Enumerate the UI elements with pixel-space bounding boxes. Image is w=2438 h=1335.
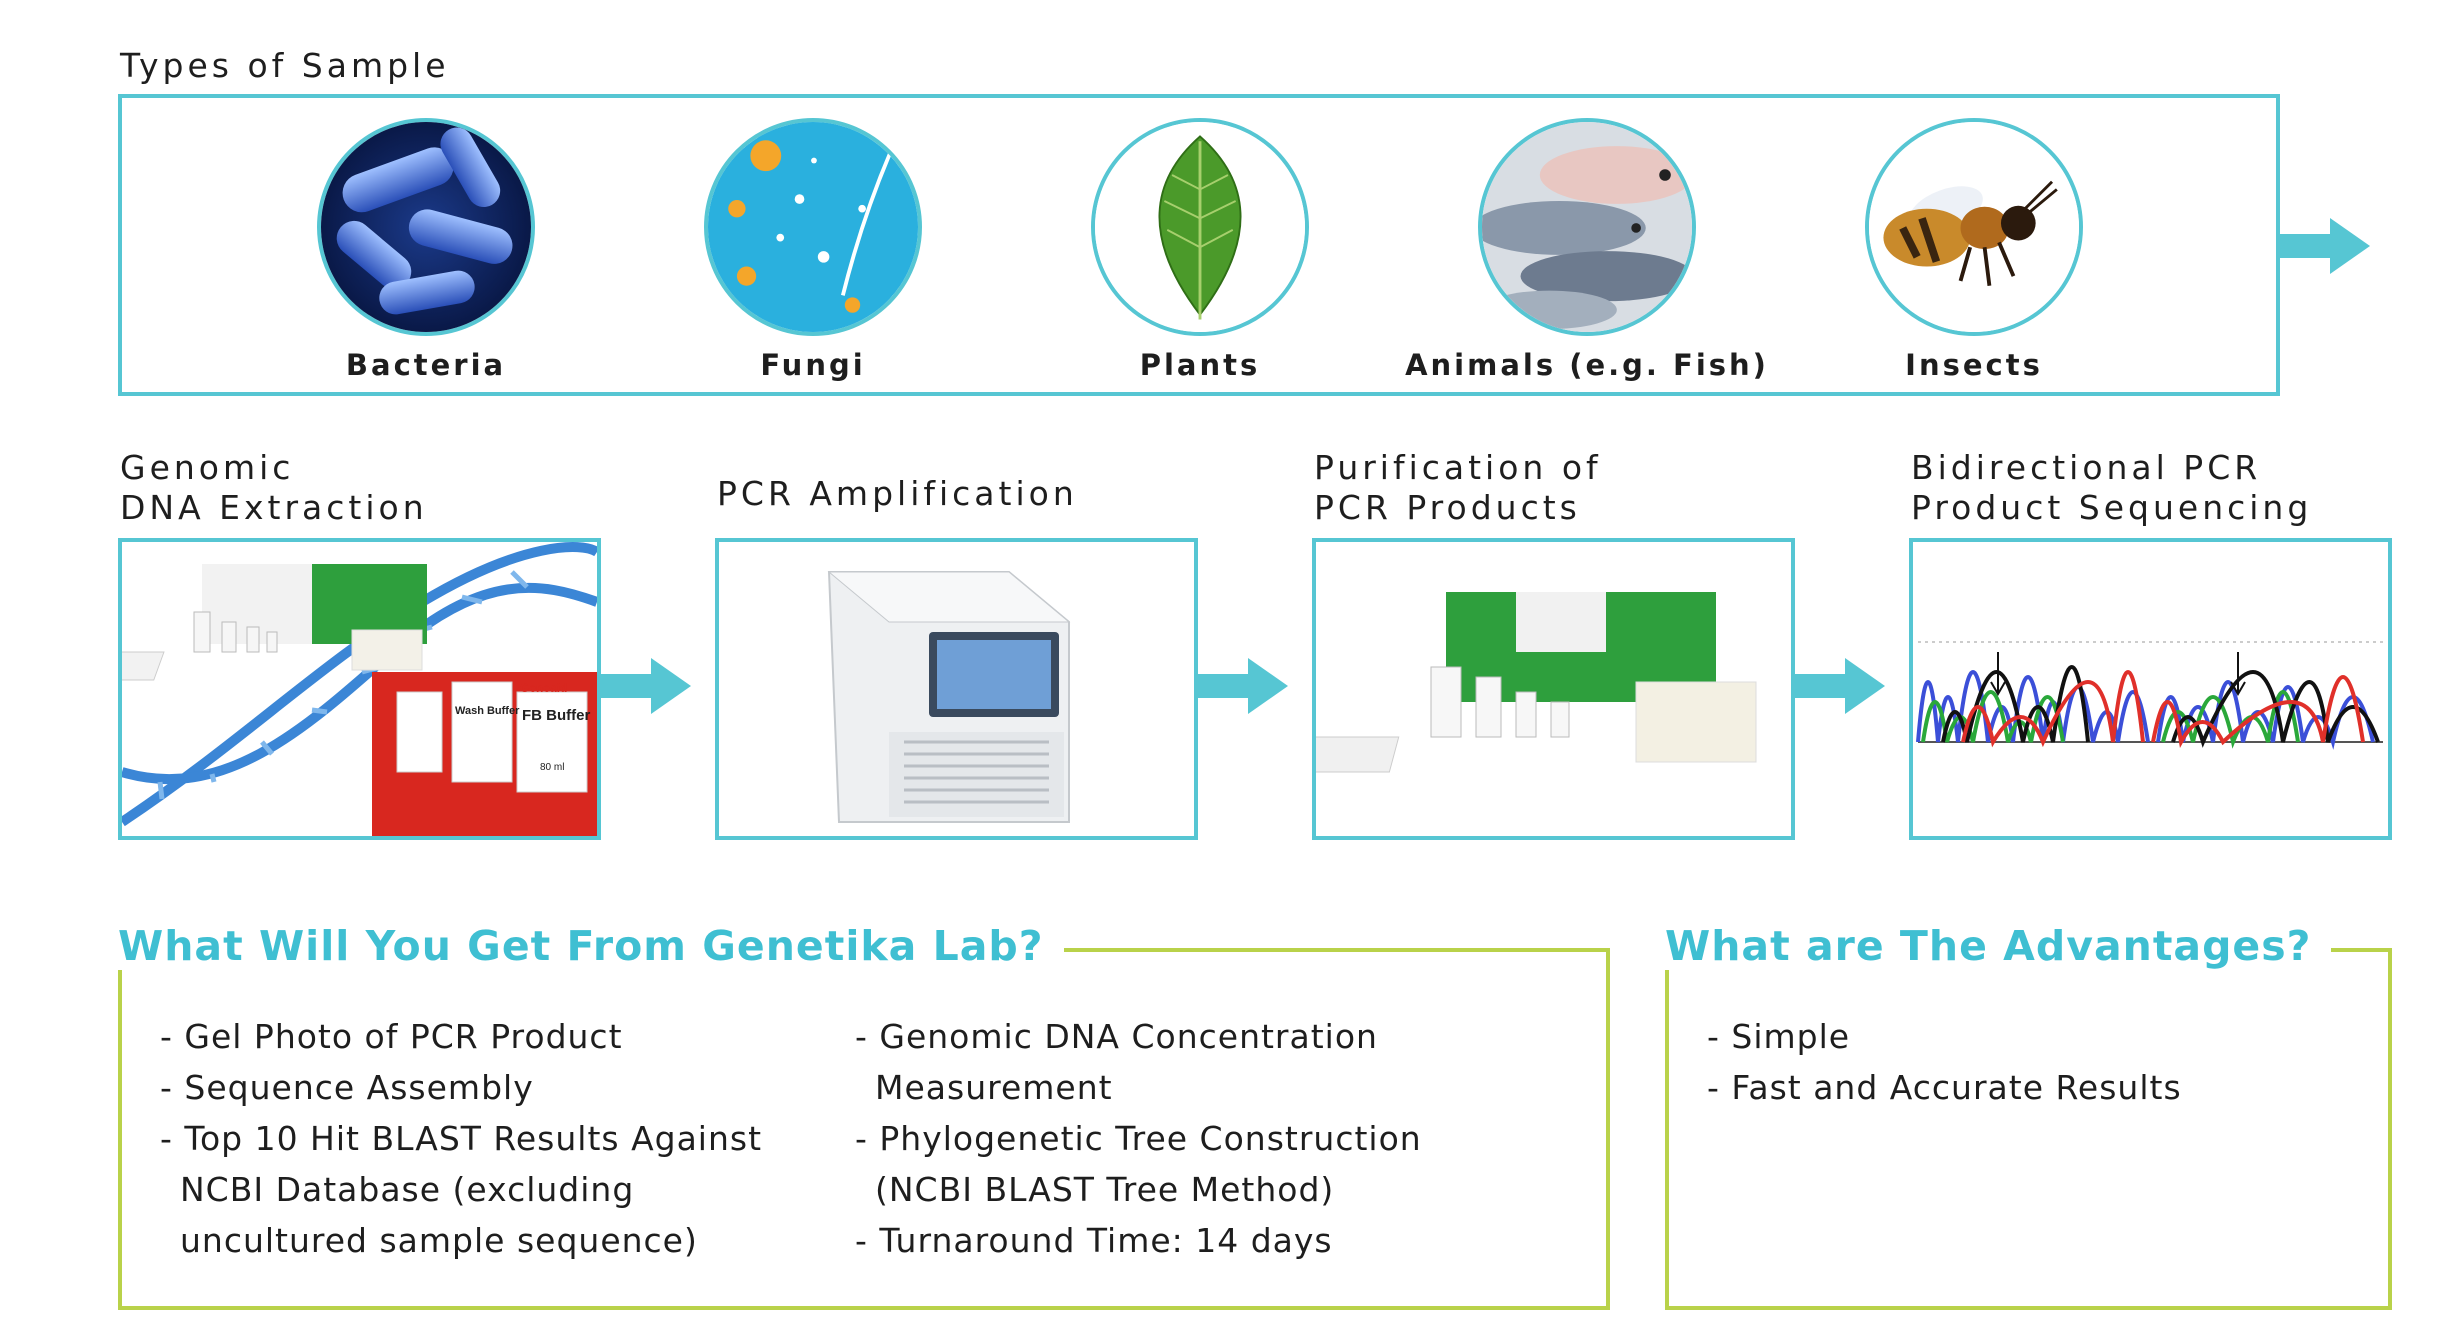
list-item: uncultured sample sequence) — [180, 1221, 698, 1260]
arrow-right-icon — [2280, 218, 2370, 274]
kit-brand-label: Geneaid — [520, 681, 567, 695]
step-title-line: Bidirectional PCR — [1911, 448, 2262, 487]
deliverables-list-left: - Gel Photo of PCR Product - Sequence As… — [160, 1011, 762, 1266]
step-sequencing-title: Bidirectional PCR Product Sequencing — [1911, 448, 2312, 528]
arrow-right-icon — [1795, 658, 1885, 714]
step-genomic-dna-title: Genomic DNA Extraction — [120, 448, 428, 528]
sample-label-plants: Plants — [1139, 348, 1261, 382]
types-of-sample-title: Types of Sample — [120, 46, 450, 85]
step-title-line: DNA Extraction — [120, 488, 428, 527]
step-purification-title: Purification of PCR Products — [1314, 448, 1602, 528]
list-item: (NCBI BLAST Tree Method) — [875, 1170, 1335, 1209]
list-item: - Sequence Assembly — [160, 1068, 534, 1107]
wash-buffer-label: Wash Buffer — [455, 705, 520, 717]
list-item: - Gel Photo of PCR Product — [160, 1017, 623, 1056]
fb-buffer-label: FB Buffer — [522, 707, 590, 724]
advantages-list: - Simple - Fast and Accurate Results — [1707, 1011, 2182, 1113]
list-item: - Fast and Accurate Results — [1707, 1068, 2182, 1107]
step-title-line: PCR Products — [1314, 488, 1581, 527]
sample-label-fungi: Fungi — [760, 348, 866, 382]
fungi-icon — [704, 118, 922, 336]
bee-icon — [1865, 118, 2083, 336]
step-title-line: Purification of — [1314, 448, 1602, 487]
advantages-title: What are The Advantages? — [1665, 922, 2332, 970]
pcr-machine-image — [715, 538, 1198, 840]
deliverables-title: What Will You Get From Genetika Lab? — [118, 922, 1064, 970]
step-title-line: Product Sequencing — [1911, 488, 2313, 527]
list-item: - Genomic DNA Concentration — [855, 1017, 1378, 1056]
arrow-right-icon — [601, 658, 691, 714]
list-item: NCBI Database (excluding — [180, 1170, 635, 1209]
sample-label-bacteria: Bacteria — [345, 348, 507, 382]
list-item: Measurement — [875, 1068, 1113, 1107]
list-item: - Simple — [1707, 1017, 1851, 1056]
bacteria-icon — [317, 118, 535, 336]
sequencing-chromatogram-image — [1909, 538, 2392, 840]
step-title-line: PCR Amplification — [717, 474, 1078, 513]
sample-label-animals: Animals (e.g. Fish) — [1405, 348, 1769, 382]
list-item: - Turnaround Time: 14 days — [855, 1221, 1333, 1260]
buffer-volume-label: 80 ml — [540, 762, 564, 773]
list-item: - Top 10 Hit BLAST Results Against — [160, 1119, 763, 1158]
sample-label-insects: Insects — [1905, 348, 2043, 382]
deliverables-list-right: - Genomic DNA Concentration Measurement … — [855, 1011, 1422, 1266]
advantages-box — [1665, 948, 2392, 1310]
list-item: - Phylogenetic Tree Construction — [855, 1119, 1422, 1158]
arrow-right-icon — [1198, 658, 1288, 714]
leaf-icon — [1091, 118, 1309, 336]
step-title-line: Genomic — [120, 448, 295, 487]
step-pcr-amplification-title: PCR Amplification — [717, 474, 1078, 514]
purification-kit-image — [1278, 538, 1795, 840]
fish-icon — [1478, 118, 1696, 336]
dna-extraction-image: Geneaid Wash Buffer FB Buffer 80 ml — [118, 538, 601, 840]
